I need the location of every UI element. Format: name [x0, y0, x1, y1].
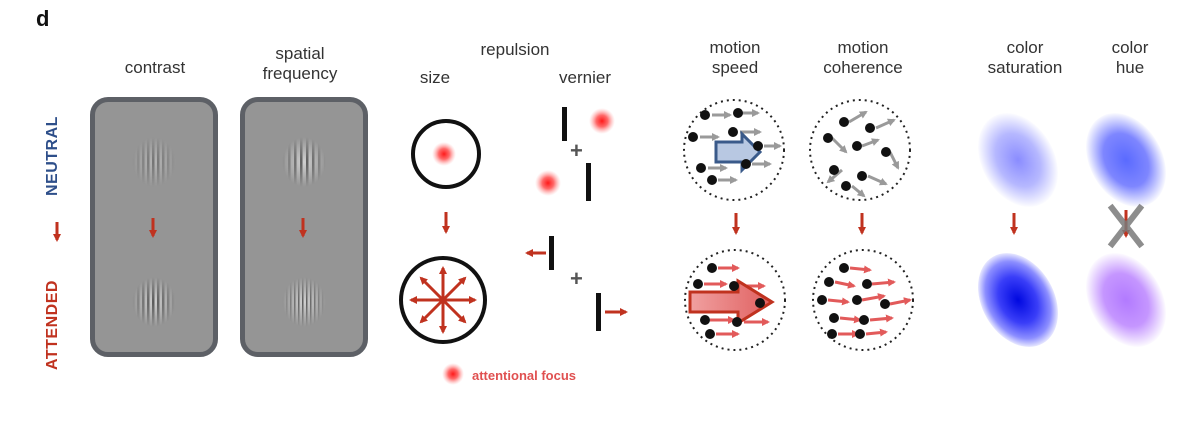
- contrast-attended-grating: [132, 277, 176, 327]
- motion-coherence-attended: [812, 249, 914, 351]
- size-neutral-circle: [411, 119, 481, 189]
- contrast-neutral-grating: [132, 137, 176, 187]
- size-expansion-arrows-icon: [409, 266, 477, 334]
- motion-coherence-neutral: [809, 99, 911, 201]
- panel-letter: d: [36, 6, 50, 31]
- motion-speed-attended: [684, 249, 786, 351]
- header-spatial-frequency: spatial frequency: [245, 44, 355, 84]
- header-contrast: contrast: [124, 58, 186, 77]
- header-motion-coherence: motion coherence: [808, 38, 918, 78]
- vernier-attended: +: [525, 236, 628, 331]
- header-motion-coherence-line1: motion: [837, 38, 889, 57]
- spatial-neutral-grating: [282, 137, 326, 187]
- spatial-attended-grating: [282, 277, 326, 327]
- header-color-hue-line2: hue: [1115, 58, 1145, 77]
- header-color-hue-line1: color: [1111, 38, 1149, 57]
- vernier-neutral: +: [535, 107, 615, 201]
- header-spatial-line2: frequency: [262, 64, 338, 83]
- header-repulsion: repulsion: [480, 40, 550, 59]
- header-color-saturation-line2: saturation: [987, 58, 1063, 77]
- legend-attentional-focus: attentional focus: [472, 368, 577, 383]
- header-motion-speed-line1: motion: [709, 38, 761, 57]
- header-vernier: vernier: [559, 68, 611, 87]
- motion-speed-neutral: [683, 99, 785, 201]
- attentional-focus-icon: [432, 142, 456, 166]
- svg-text:+: +: [570, 138, 583, 163]
- header-motion-speed-line2: speed: [711, 58, 759, 77]
- header-color-saturation-line1: color: [1006, 38, 1044, 57]
- legend-focus-icon: [442, 363, 464, 385]
- cross-mark-icon: [1107, 203, 1145, 249]
- header-size: size: [419, 68, 451, 87]
- svg-text:+: +: [570, 266, 583, 291]
- header-spatial-line1: spatial: [275, 44, 325, 63]
- header-color-hue: color hue: [1090, 38, 1170, 78]
- header-motion-speed: motion speed: [690, 38, 780, 78]
- size-attended-circle: [399, 256, 487, 344]
- header-motion-coherence-line2: coherence: [823, 58, 903, 77]
- header-color-saturation: color saturation: [970, 38, 1080, 78]
